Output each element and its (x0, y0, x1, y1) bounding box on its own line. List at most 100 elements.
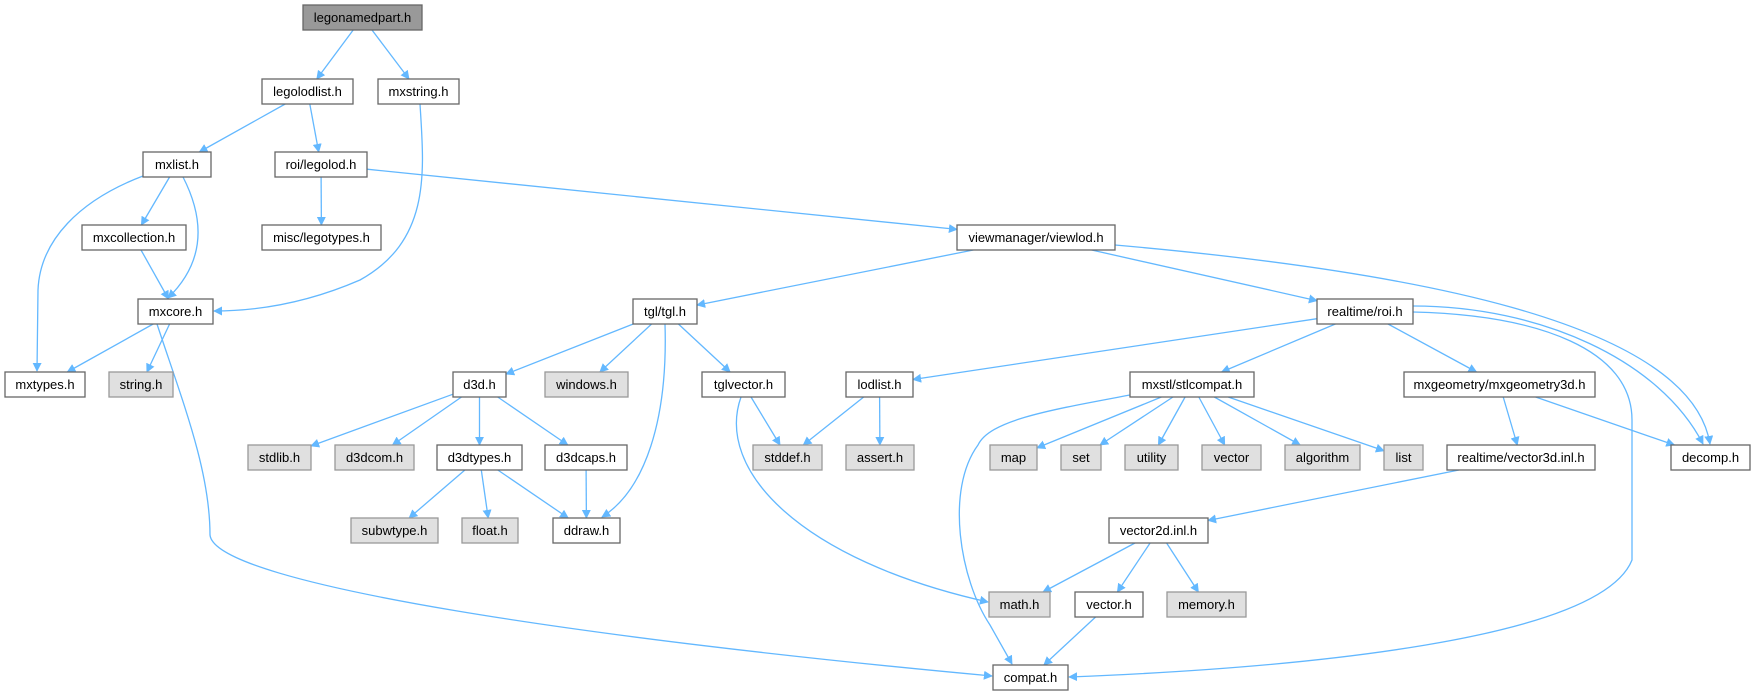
node-float[interactable]: float.h (461, 517, 519, 544)
node-mxstring[interactable]: mxstring.h (377, 78, 460, 105)
node-subwtype[interactable]: subwtype.h (350, 517, 439, 544)
node-box (137, 298, 214, 325)
edge-legolodlist-to-mxlist (198, 103, 286, 153)
edge-tglvector-to-math (735, 396, 989, 605)
node-box (436, 444, 523, 471)
edge-mxlist-to-mxtypes (32, 175, 144, 372)
edge-vector2d-to-math (1042, 542, 1136, 593)
node-utility[interactable]: utility (1124, 444, 1179, 471)
edge-mxstring-to-mxcore (213, 103, 424, 316)
node-box (544, 444, 628, 471)
edge-mxlist-to-mxcore (167, 176, 199, 299)
node-set[interactable]: set (1060, 444, 1102, 471)
node-legolodlist[interactable]: legolodlist.h (261, 78, 354, 105)
edge-d3dtypes-to-float (480, 469, 492, 519)
node-label: set (1072, 450, 1090, 465)
node-string[interactable]: string.h (108, 371, 174, 398)
node-label: roi/legolod.h (286, 157, 357, 172)
node-legolod[interactable]: roi/legolod.h (274, 151, 368, 178)
node-box (992, 664, 1069, 691)
node-legotypes[interactable]: misc/legotypes.h (261, 224, 382, 251)
node-d3dtypes[interactable]: d3dtypes.h (436, 444, 523, 471)
node-box (81, 224, 187, 251)
edge-tgl-to-tglvector (677, 323, 731, 373)
edge-stlcompat-to-algorithm (1213, 396, 1301, 446)
node-label: ddraw.h (564, 523, 610, 538)
node-mxlist[interactable]: mxlist.h (142, 151, 212, 178)
node-algorithm[interactable]: algorithm (1284, 444, 1361, 471)
node-vector2d[interactable]: vector2d.inl.h (1108, 517, 1209, 544)
edge-mxcore-to-compat (156, 323, 993, 680)
node-label: mxstl/stlcompat.h (1142, 377, 1242, 392)
node-box (552, 517, 621, 544)
node-label: vector.h (1086, 597, 1132, 612)
node-stlcompat[interactable]: mxstl/stlcompat.h (1129, 371, 1255, 398)
node-box (261, 78, 354, 105)
edge-d3dtypes-to-ddraw (497, 469, 569, 519)
node-memory[interactable]: memory.h (1166, 591, 1247, 618)
node-box (350, 517, 439, 544)
node-tgl[interactable]: tgl/tgl.h (632, 298, 698, 325)
node-label: viewmanager/viewlod.h (968, 230, 1103, 245)
nodes-layer: legonamedpart.h legolodlist.h mxstring.h mx… (4, 4, 1751, 691)
node-label: vector2d.inl.h (1120, 523, 1197, 538)
node-box (1129, 371, 1255, 398)
node-box (1383, 444, 1424, 471)
node-stddef[interactable]: stddef.h (752, 444, 823, 471)
node-d3d[interactable]: d3d.h (452, 371, 507, 398)
node-box (956, 224, 1116, 251)
edge-d3d-to-stdlib (310, 393, 454, 448)
edge-vectorh-to-compat (1043, 616, 1097, 666)
node-roi[interactable]: realtime/roi.h (1316, 298, 1414, 325)
node-vectorh[interactable]: vector.h (1074, 591, 1144, 618)
node-map[interactable]: map (989, 444, 1038, 471)
edge-roi-to-mxgeom (1387, 323, 1478, 373)
node-tglvector[interactable]: tglvector.h (701, 371, 786, 398)
edge-viewlod-to-tgl (696, 249, 974, 308)
node-label: windows.h (555, 377, 617, 392)
node-vector3d[interactable]: realtime/vector3d.inl.h (1446, 444, 1596, 471)
edge-roi-to-decomp (1412, 305, 1704, 445)
node-label: mxgeometry/mxgeometry3d.h (1414, 377, 1586, 392)
node-label: d3dcaps.h (556, 450, 616, 465)
edge-stlcompat-to-compat (958, 394, 1131, 665)
node-box (247, 444, 312, 471)
node-d3dcaps[interactable]: d3dcaps.h (544, 444, 628, 471)
node-d3dcom[interactable]: d3dcom.h (334, 444, 415, 471)
node-vector[interactable]: vector (1201, 444, 1262, 471)
edge-legolod-to-viewlod (366, 168, 958, 234)
node-label: tglvector.h (714, 377, 773, 392)
node-box (1316, 298, 1414, 325)
node-box (461, 517, 519, 544)
node-lodlist[interactable]: lodlist.h (845, 371, 914, 398)
edge-mxcore-to-string (146, 323, 171, 373)
node-box (1201, 444, 1262, 471)
node-box (1108, 517, 1209, 544)
node-viewlod[interactable]: viewmanager/viewlod.h (956, 224, 1116, 251)
node-windows[interactable]: windows.h (544, 371, 629, 398)
node-decomp[interactable]: decomp.h (1670, 444, 1751, 471)
node-box (1284, 444, 1361, 471)
node-box (261, 224, 382, 251)
node-ddraw[interactable]: ddraw.h (552, 517, 621, 544)
edge-legolodlist-to-legolod (309, 103, 322, 153)
node-box (1446, 444, 1596, 471)
node-mxcore[interactable]: mxcore.h (137, 298, 214, 325)
node-label: subwtype.h (362, 523, 428, 538)
node-math[interactable]: math.h (988, 591, 1051, 618)
node-label: legonamedpart.h (314, 10, 412, 25)
node-assert[interactable]: assert.h (845, 444, 915, 471)
node-label: list (1396, 450, 1412, 465)
node-list[interactable]: list (1383, 444, 1424, 471)
edge-legonamedpart-to-legolodlist (316, 29, 354, 80)
node-compat[interactable]: compat.h (992, 664, 1069, 691)
node-mxtypes[interactable]: mxtypes.h (4, 371, 86, 398)
edge-mxcollection-to-mxcore (140, 249, 170, 300)
node-stdlib[interactable]: stdlib.h (247, 444, 312, 471)
node-mxgeom[interactable]: mxgeometry/mxgeometry3d.h (1403, 371, 1596, 398)
node-label: misc/legotypes.h (273, 230, 370, 245)
node-mxcollection[interactable]: mxcollection.h (81, 224, 187, 251)
edge-stlcompat-to-vector (1198, 396, 1226, 446)
node-legonamedpart[interactable]: legonamedpart.h (302, 4, 423, 31)
node-box (1403, 371, 1596, 398)
